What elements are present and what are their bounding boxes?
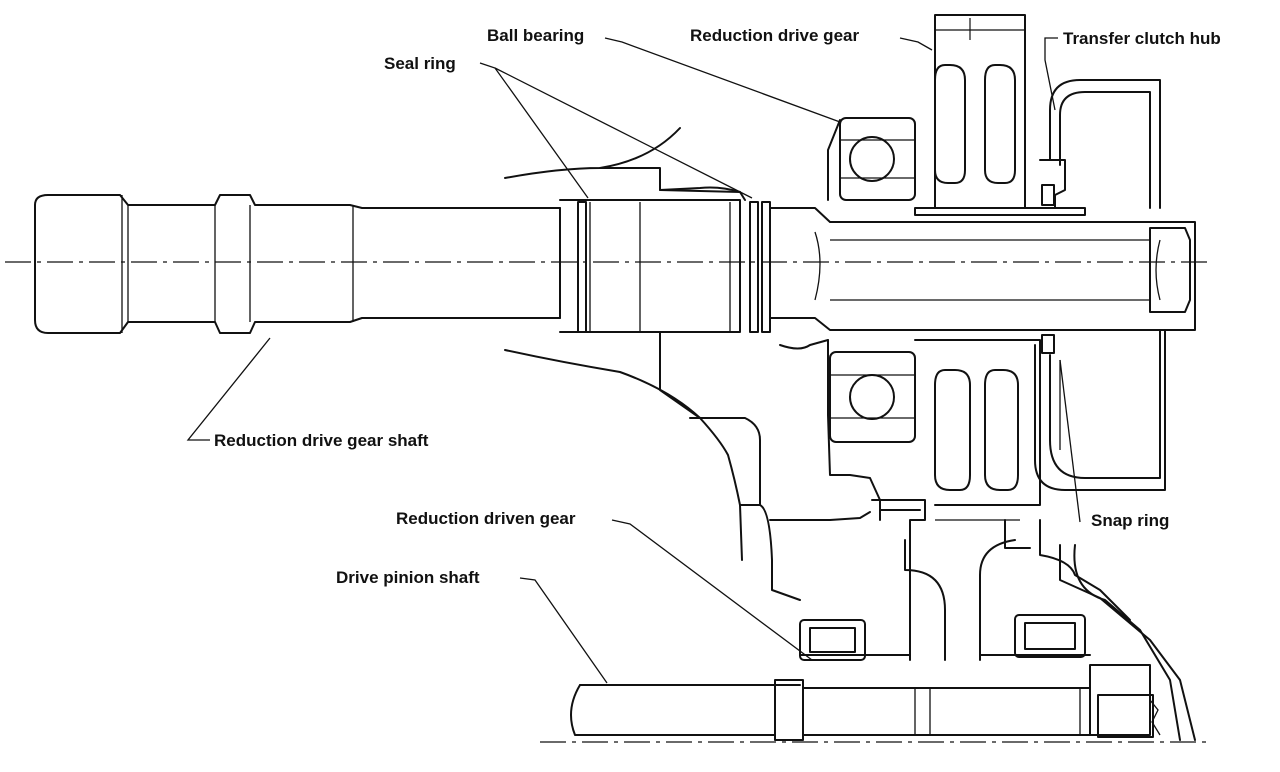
label-transfer-clutch-hub: Transfer clutch hub <box>1063 29 1221 48</box>
label-seal-ring: Seal ring <box>384 54 456 73</box>
drive-pinion-shaft <box>570 664 1161 741</box>
leader-lines <box>186 37 1081 684</box>
ball-bearing <box>829 117 916 443</box>
label-snap-ring: Snap ring <box>1091 511 1170 530</box>
label-drive-pinion-shaft: Drive pinion shaft <box>336 568 480 587</box>
reduction-drive-gear-shaft <box>34 194 1196 334</box>
housing <box>504 119 881 601</box>
reduction-drive-gear <box>914 14 1086 521</box>
label-reduction-drive-gear-shaft: Reduction drive gear shaft <box>214 431 429 450</box>
transfer-clutch-hub <box>1034 79 1166 491</box>
label-ball-bearing: Ball bearing <box>487 26 585 45</box>
reduction-driven-gear <box>799 499 1196 741</box>
snap-ring <box>1041 184 1055 354</box>
pinion-bearings <box>799 614 1086 661</box>
label-reduction-drive-gear: Reduction drive gear <box>690 26 860 45</box>
label-reduction-driven-gear: Reduction driven gear <box>396 509 576 528</box>
